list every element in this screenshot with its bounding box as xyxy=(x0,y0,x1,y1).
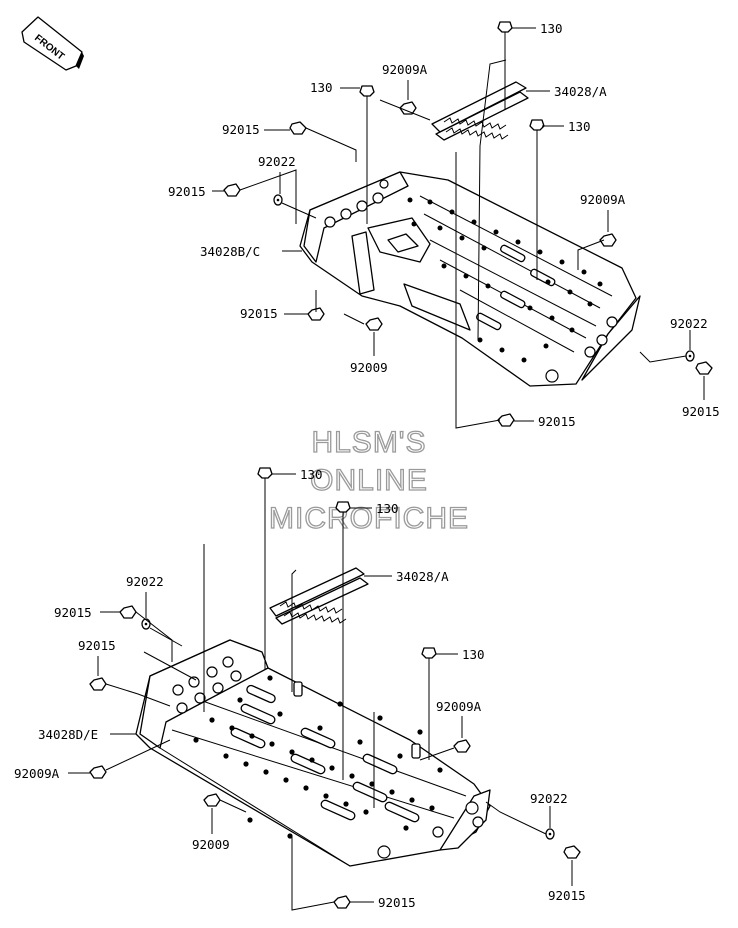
lower-bolt-130-b xyxy=(335,501,351,524)
upper-bolt-130-left xyxy=(359,85,375,108)
callout-34028de: 34028D/E xyxy=(38,727,98,742)
callout-92022: 92022 xyxy=(530,791,568,806)
upper-bolt-92009a xyxy=(399,101,417,115)
upper-washer-92022-left xyxy=(273,194,283,206)
callout-92015: 92015 xyxy=(378,895,416,910)
lower-callouts: 130 130 34028/A 92022 92015 92015 130 92… xyxy=(14,467,586,910)
lower-carrier-body xyxy=(135,639,491,867)
upper-nut-92015-bottom xyxy=(497,413,515,427)
upper-nut-92015-b xyxy=(223,183,241,197)
callout-92022: 92022 xyxy=(126,574,164,589)
lower-nut-92015-bottom xyxy=(333,895,351,909)
upper-assembly: 130 34028/A 130 130 92009A 92015 92022 9… xyxy=(168,21,720,429)
callout-130: 130 xyxy=(310,80,333,95)
callout-92009a: 92009A xyxy=(580,192,626,207)
lower-washer-92022-left xyxy=(141,618,151,630)
upper-nut-92015-a xyxy=(289,121,307,135)
callout-34028bc: 34028B/C xyxy=(200,244,260,259)
callout-92009a: 92009A xyxy=(382,62,428,77)
lower-bolt-92009a-right xyxy=(453,739,471,753)
upper-leader-lines xyxy=(212,27,705,429)
callout-92015: 92015 xyxy=(548,888,586,903)
upper-bolt-130-right xyxy=(529,119,545,142)
lower-guard-34028a xyxy=(269,567,369,625)
lower-nut-92015-b xyxy=(89,677,107,691)
callout-92015: 92015 xyxy=(168,184,206,199)
upper-bolt-92009a-right xyxy=(599,233,617,247)
callout-130: 130 xyxy=(300,467,323,482)
upper-bolt-130-top xyxy=(497,21,513,44)
upper-washer-92022-right xyxy=(685,350,695,362)
callout-92009: 92009 xyxy=(350,360,388,375)
callout-92015: 92015 xyxy=(538,414,576,429)
lower-bolt-130-right xyxy=(421,647,437,670)
upper-guard-34028a xyxy=(431,81,529,141)
callout-92022: 92022 xyxy=(258,154,296,169)
callout-34028a: 34028/A xyxy=(554,84,607,99)
lower-bolt-92009 xyxy=(203,793,221,807)
lower-slots xyxy=(230,684,420,823)
callout-92015: 92015 xyxy=(682,404,720,419)
lower-nut-92015-right xyxy=(563,845,581,859)
lower-assembly: 130 130 34028/A 92022 92015 92015 130 92… xyxy=(14,467,586,911)
lower-bolt-130-a xyxy=(257,467,273,490)
callout-34028a: 34028/A xyxy=(396,569,449,584)
callout-92022: 92022 xyxy=(670,316,708,331)
upper-carrier-body xyxy=(299,171,641,387)
upper-mount-holes xyxy=(407,197,603,363)
watermark-line-3: MICROFICHE xyxy=(269,502,469,535)
callout-92015: 92015 xyxy=(222,122,260,137)
watermark: HLSM'S ONLINE MICROFICHE xyxy=(268,425,469,535)
callout-130: 130 xyxy=(462,647,485,662)
lower-washer-92022-right xyxy=(545,828,555,840)
callout-92015: 92015 xyxy=(78,638,116,653)
lower-nut-92015-a xyxy=(119,605,137,619)
upper-nut-92015-right xyxy=(695,361,713,375)
callout-92015: 92015 xyxy=(240,306,278,321)
lower-mount-holes xyxy=(193,675,443,839)
front-direction-badge: FRONT xyxy=(21,16,84,71)
callout-92009: 92009 xyxy=(192,837,230,852)
callout-92009a: 92009A xyxy=(14,766,60,781)
watermark-line-2: ONLINE xyxy=(310,464,428,497)
callout-130: 130 xyxy=(376,501,399,516)
callout-130: 130 xyxy=(540,21,563,36)
watermark-line-1: HLSM'S xyxy=(311,426,426,459)
upper-callouts: 130 34028/A 130 130 92009A 92015 92022 9… xyxy=(168,21,720,429)
callout-92009a: 92009A xyxy=(436,699,482,714)
upper-bolt-92009 xyxy=(365,317,383,331)
lower-bolt-92009a-left xyxy=(89,765,107,779)
lower-leader-lines xyxy=(68,473,573,911)
callout-130: 130 xyxy=(568,119,591,134)
callout-92015: 92015 xyxy=(54,605,92,620)
